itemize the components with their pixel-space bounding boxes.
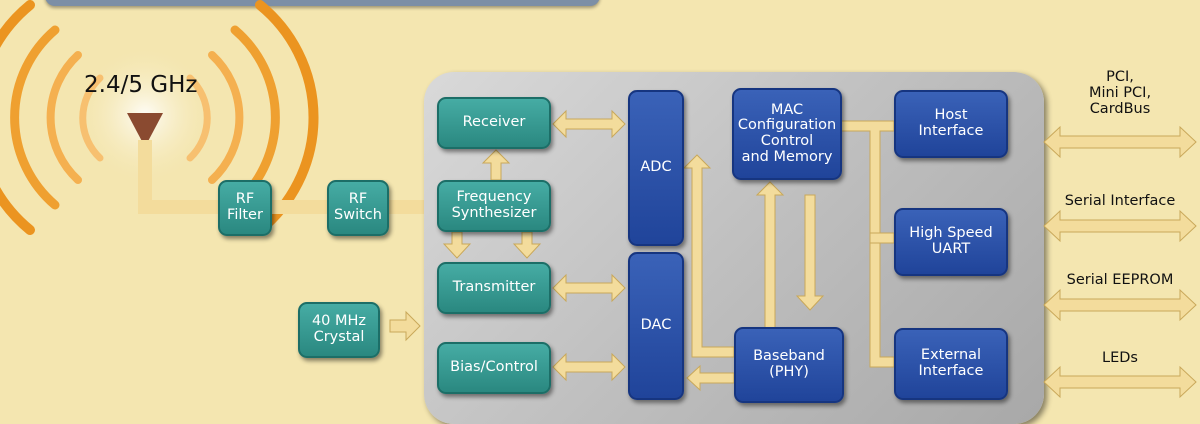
- high-speed-uart-block: High Speed UART: [894, 208, 1008, 276]
- rf-filter-block: RF Filter: [218, 180, 272, 236]
- mac-block: MAC Configuration Control and Memory: [732, 88, 842, 180]
- bias-control-block: Bias/Control: [437, 342, 551, 394]
- host-interface-block: Host Interface: [894, 90, 1008, 158]
- frequency-synthesizer-block: Frequency Synthesizer: [437, 180, 551, 232]
- baseband-block: Baseband (PHY): [734, 327, 844, 403]
- adc-block: ADC: [628, 90, 684, 246]
- antenna-frequency-label: 2.4/5 GHz: [84, 72, 198, 98]
- external-interface-block: External Interface: [894, 328, 1008, 400]
- rf-switch-block: RF Switch: [327, 180, 389, 236]
- antenna-tip-icon: [127, 113, 163, 147]
- serial-eeprom-label: Serial EEPROM: [1066, 272, 1174, 288]
- transmitter-block: Transmitter: [437, 262, 551, 314]
- dac-block: DAC: [628, 252, 684, 400]
- header-bar: [45, 0, 600, 6]
- crystal-block: 40 MHz Crystal: [298, 302, 380, 358]
- leds-label: LEDs: [1102, 350, 1138, 366]
- pci-port-label: PCI, Mini PCI, CardBus: [1088, 69, 1152, 117]
- receiver-block: Receiver: [437, 97, 551, 149]
- antenna-feed-line: [138, 140, 152, 214]
- serial-interface-label: Serial Interface: [1064, 193, 1176, 209]
